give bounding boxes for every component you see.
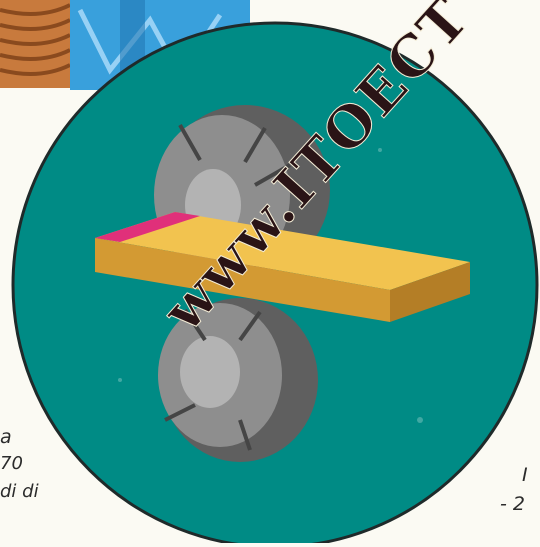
margin-text-left-bottom: di di: [0, 483, 39, 501]
margin-text-left-top: a: [0, 428, 12, 447]
margin-text-left-mid: 70: [0, 455, 23, 473]
margin-text-right-bottom: - 2: [500, 495, 525, 514]
margin-text-right-top: I: [522, 466, 528, 485]
